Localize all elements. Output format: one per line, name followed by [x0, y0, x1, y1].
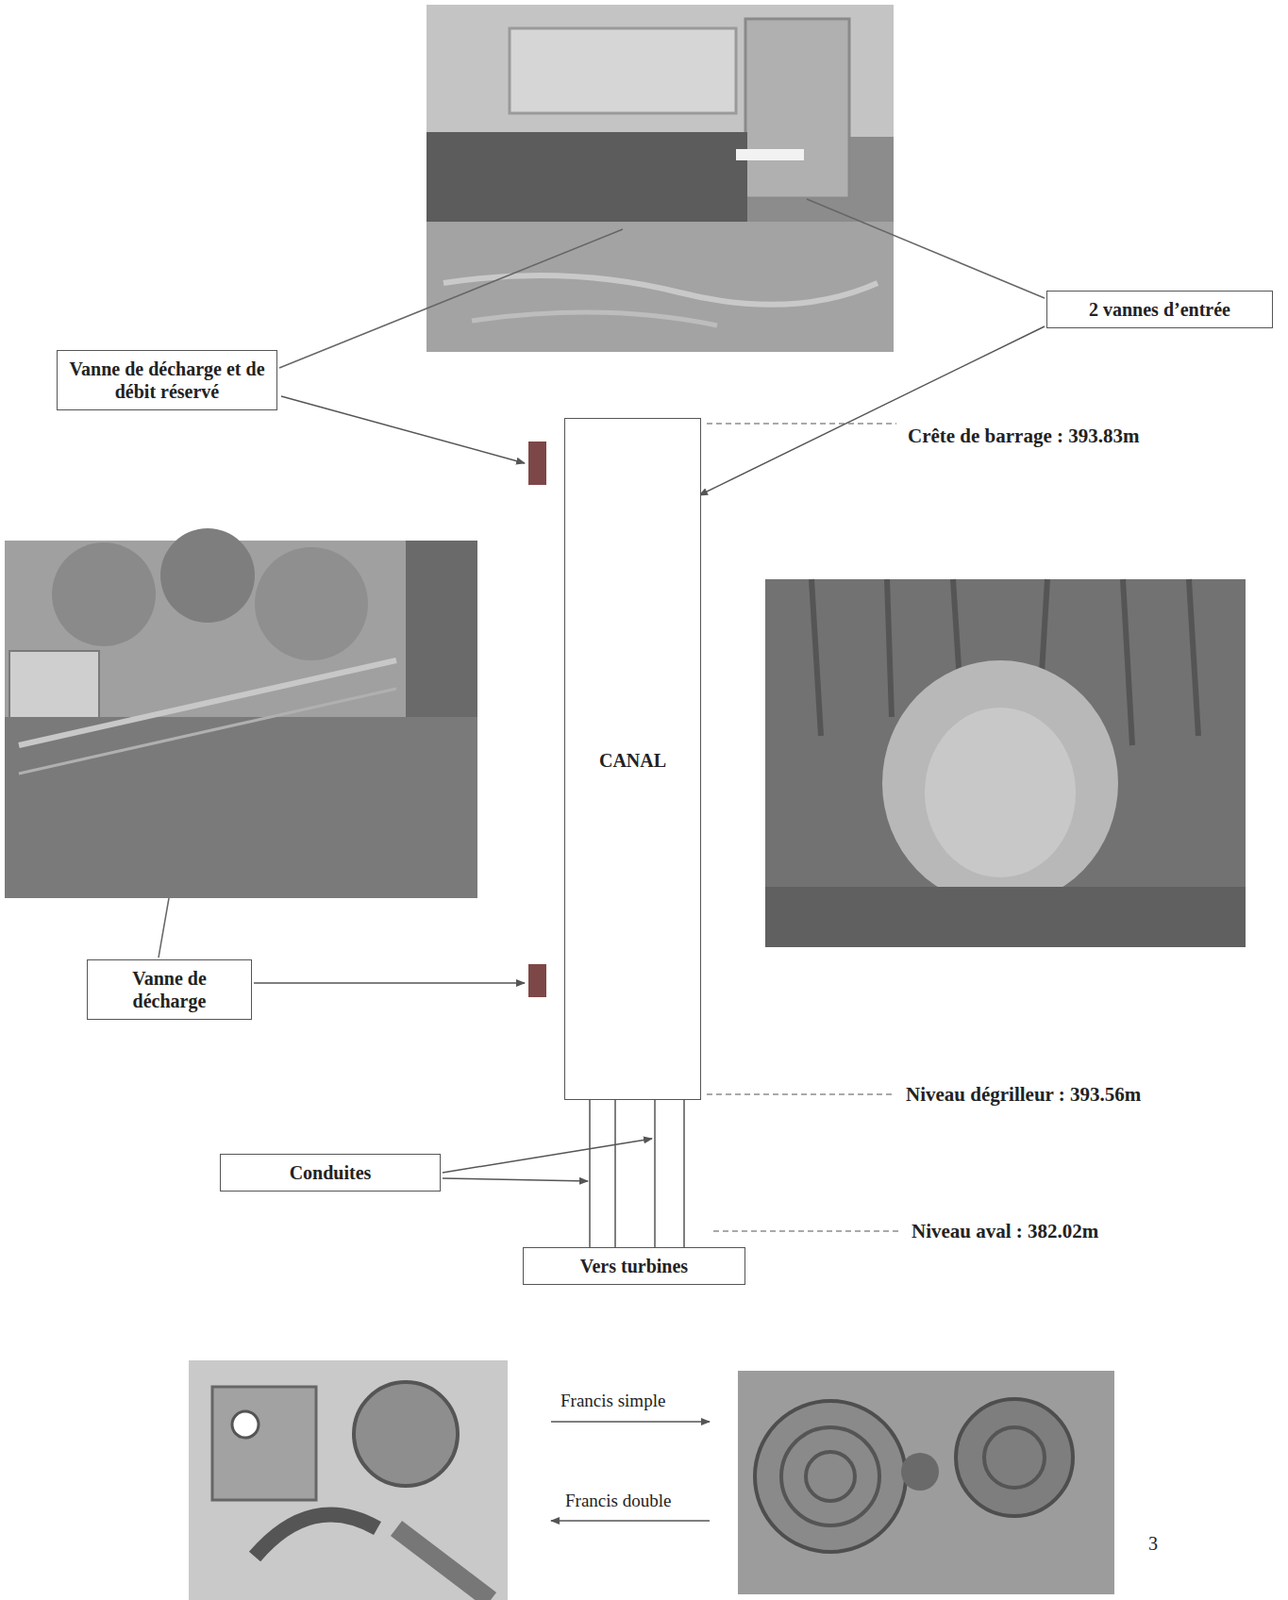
box-text: Vanne de décharge — [97, 967, 242, 1013]
level-label: Niveau aval : 382.02m — [909, 1220, 1101, 1244]
callout-box: 2 vannes d’entrée — [1046, 290, 1273, 329]
level-line — [706, 1093, 895, 1095]
direction-arrow — [551, 1421, 710, 1423]
leader-arrow — [281, 396, 525, 464]
box-text: Vanne de décharge et de débit réservé — [66, 357, 268, 403]
callout-box: Vanne de décharge et de débit réservé — [56, 350, 278, 411]
simple-francis-photo — [737, 1371, 1115, 1595]
box-text: CANAL — [574, 749, 691, 772]
river-photo — [765, 579, 1246, 948]
leader-line — [158, 898, 169, 958]
level-label: Crête de barrage : 393.83m — [905, 424, 1142, 449]
penstock-line — [614, 1100, 617, 1248]
direction-arrow — [551, 1520, 710, 1523]
discharge-gate-bottom — [528, 964, 547, 998]
arrow-label: Francis simple — [558, 1390, 668, 1412]
leader-arrow — [699, 326, 1045, 496]
penstock-line — [653, 1100, 656, 1248]
box-text: Vers turbines — [533, 1254, 736, 1278]
level-label: Niveau dégrilleur : 393.56m — [903, 1083, 1143, 1107]
callout-box: Vanne de décharge — [86, 959, 252, 1021]
penstock-line — [683, 1100, 686, 1248]
canal-photo — [4, 528, 478, 899]
leader-arrow — [253, 982, 525, 985]
level-line — [713, 1230, 901, 1232]
dam-photo — [426, 4, 894, 352]
leader-arrow — [442, 1178, 588, 1182]
leader-arrow — [442, 1138, 653, 1173]
level-line — [706, 422, 897, 424]
page-number: 3 — [1146, 1533, 1160, 1556]
callout-box: Conduites — [219, 1154, 441, 1192]
box-text: 2 vannes d’entrée — [1056, 298, 1263, 321]
double-francis-photo — [188, 1360, 508, 1600]
arrow-label: Francis double — [563, 1490, 673, 1512]
discharge-gate-top — [528, 441, 547, 486]
canal-rect: CANAL — [564, 418, 702, 1101]
turbine-box: Vers turbines — [522, 1247, 746, 1286]
penstock-line — [588, 1100, 591, 1248]
leader-line — [806, 199, 1045, 299]
box-text: Conduites — [230, 1161, 431, 1185]
leader-line — [279, 229, 623, 368]
